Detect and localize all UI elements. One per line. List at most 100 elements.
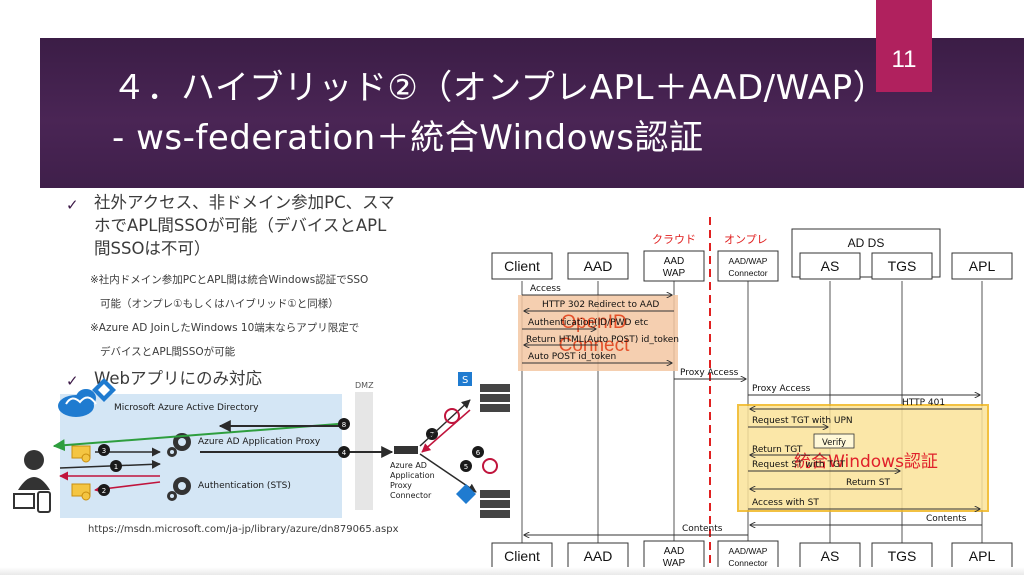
slide-title-line1: ４．ハイブリッド②（オンプレAPL＋AAD/WAP） [112, 68, 888, 108]
server-stack-icon [480, 384, 510, 412]
step-4: 4 [342, 449, 347, 457]
bullet1-line3: 間SSOは不可） [94, 239, 211, 258]
actor-aad-label: AAD [584, 258, 613, 274]
cloud-zone [60, 394, 342, 518]
msg-access-st: Access with ST [752, 498, 819, 508]
actor-wap-label2: WAP [663, 268, 686, 279]
msg-access: Access [530, 284, 561, 294]
note-line1: ※社内ドメイン参加PCとAPL間は統合Windows認証でSSO [90, 274, 369, 286]
msg-contents-2: Contents [682, 524, 723, 534]
sharepoint-icon: S [458, 372, 472, 386]
msg-contents-1: Contents [926, 514, 967, 524]
app-diamond-icon [456, 484, 476, 504]
actor-apl-label-bottom: APL [969, 548, 996, 564]
step-8: 8 [342, 421, 346, 429]
msg-proxy-access-2: Proxy Access [752, 384, 811, 394]
dmz-label: DMZ [355, 381, 374, 390]
server-stack-icon [480, 490, 510, 518]
arrow-red-back [421, 409, 471, 453]
zone-cloud-label: クラウド [652, 233, 696, 246]
openid-label-1: OpenID [561, 312, 626, 333]
msg-proxy-access-1: Proxy Access [680, 368, 739, 378]
actor-wap-label1: AAD [664, 256, 685, 267]
msg-auto-post: Auto POST id_token [528, 352, 616, 362]
azure-ad-label: Microsoft Azure Active Directory [114, 403, 259, 413]
actor-aad-bottom [567, 542, 629, 570]
msg-auth: Authentication(ID/PWD etc [528, 318, 648, 328]
bullet1-line2: ホでAPL間SSOが可能（デバイスとAPL [94, 216, 387, 235]
actor-client-label: Client [504, 258, 540, 274]
app-proxy-diagram: DMZ Microsoft Azure Active Directory Azu… [13, 372, 510, 518]
certificate-icon [71, 445, 91, 463]
page-number: 11 [891, 46, 917, 73]
actor-connector-label2-bottom: Connector [728, 558, 767, 568]
note-line4: デバイスとAPL間SSOが可能 [100, 346, 236, 358]
actor-tgs-label: TGS [888, 258, 917, 274]
sequence-diagram: クラウド オンプレ AD DS Client AAD AAD WAP AAD/W… [491, 217, 1013, 573]
bullet2-text: Webアプリにのみ対応 [94, 369, 262, 388]
connector-label-1: Azure AD [390, 461, 427, 470]
actor-as-bottom [799, 542, 861, 570]
connector-label-4: Connector [390, 491, 432, 500]
title-banner [40, 38, 1024, 188]
actor-tgs-label-bottom: TGS [888, 548, 917, 564]
step-6: 6 [476, 449, 481, 457]
bullet1-line1: 社外アクセス、非ドメイン参加PC、スマ [94, 193, 395, 212]
app-proxy-label: Azure AD Application Proxy [198, 437, 321, 447]
actor-connector-label1-bottom: AAD/WAP [729, 546, 768, 556]
red-certificate-icon [444, 408, 498, 474]
actor-aad-top [567, 252, 629, 280]
page-number-tab [876, 0, 932, 92]
gear-icon [167, 433, 191, 457]
msg-redirect: HTTP 302 Redirect to AAD [542, 300, 659, 310]
arrow-to-sharepoint [419, 399, 471, 447]
windows-auth-box [737, 404, 989, 512]
actor-connector-top [717, 250, 779, 282]
ad-ds-group [791, 228, 941, 278]
step-3: 3 [102, 447, 106, 455]
actor-apl-top [951, 252, 1013, 280]
connector-box-icon [394, 446, 418, 454]
checkmark-icon: ✓ [66, 196, 79, 214]
msg-request-tgt: Request TGT with UPN [752, 416, 853, 426]
zone-onprem-label: オンプレ [724, 233, 768, 246]
msg-verify: Verify [822, 438, 846, 448]
note-line2: 可能（オンプレ①もしくはハイブリッド①と同様） [100, 298, 339, 310]
actor-wap-label2-bottom: WAP [663, 558, 686, 569]
actor-tgs-bottom [871, 542, 933, 570]
note-line3: ※Azure AD JoinしたWindows 10端末ならアプリ限定で [90, 322, 360, 334]
windows-auth-label: 統合Windows認証 [794, 452, 938, 472]
auth-sts-label: Authentication (STS) [198, 481, 291, 491]
msg-return-html: Return HTML(Auto POST) id_token [526, 335, 679, 345]
msg-request-st: Request ST with TGT [752, 460, 846, 470]
verify-box [813, 433, 855, 449]
actor-connector-label2: Connector [728, 268, 767, 278]
footer-shadow [0, 567, 1024, 575]
ad-ds-label: AD DS [848, 236, 885, 250]
connector-label-2: Application [390, 471, 435, 480]
svg-text:S: S [462, 375, 468, 386]
openid-connect-box [518, 295, 678, 371]
connector-label-3: Proxy [390, 481, 412, 490]
actor-as-top [799, 252, 861, 280]
arrow-green [52, 423, 339, 452]
actor-client-label-bottom: Client [504, 548, 540, 564]
slide-title-line2: - ws-federation＋統合Windows認証 [112, 118, 704, 158]
step-5: 5 [464, 463, 468, 471]
user-icon [18, 450, 50, 490]
actor-wap-label1-bottom: AAD [664, 546, 685, 557]
actor-connector-bottom [717, 540, 779, 572]
msg-http401: HTTP 401 [902, 398, 945, 408]
step-1: 1 [114, 463, 118, 471]
actor-connector-label1: AAD/WAP [729, 256, 768, 266]
msg-return-st: Return ST [846, 478, 890, 488]
actor-client-top [491, 252, 553, 280]
actor-tgs-top [871, 252, 933, 280]
msg-return-tgt: Return TGT [752, 445, 803, 455]
actor-as-label: AS [821, 258, 840, 274]
step-2: 2 [102, 487, 106, 495]
source-url: https://msdn.microsoft.com/ja-jp/library… [88, 524, 399, 535]
actor-as-label-bottom: AS [821, 548, 840, 564]
azure-ad-diamond-icon [92, 378, 116, 402]
azure-cloud-icon [58, 389, 97, 417]
